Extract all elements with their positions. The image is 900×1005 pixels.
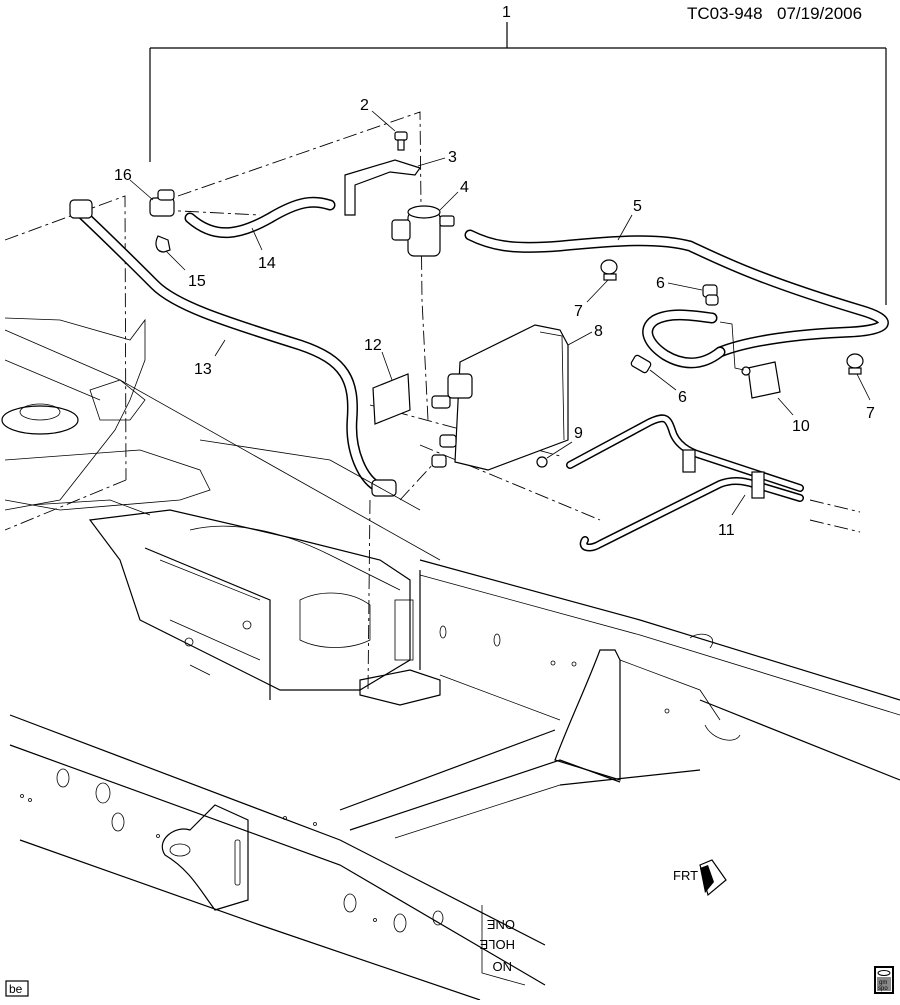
frame-stamp: ONE HOLE NO	[479, 905, 526, 986]
callout-10: 10	[792, 418, 810, 435]
evap-canister-8	[431, 324, 569, 471]
bracket-12	[372, 373, 411, 425]
vent-solenoid-10	[741, 361, 781, 399]
hose-13-connector-top	[69, 199, 93, 219]
hose-5	[464, 229, 889, 358]
callout-6-upper: 6	[656, 275, 665, 292]
clip-6-lower	[630, 354, 652, 374]
clamp-7-left	[600, 259, 618, 281]
hose-14	[184, 196, 336, 239]
bracket-3	[344, 159, 421, 216]
hose-13-connector-bottom	[371, 479, 397, 497]
callout-6-lower: 6	[678, 389, 687, 406]
clamp-7-right	[846, 353, 864, 375]
callout-15: 15	[188, 273, 206, 290]
callout-11: 11	[718, 522, 735, 539]
callout-7-right: 7	[866, 405, 875, 422]
callout-3: 3	[448, 149, 457, 166]
vent-valve-4	[391, 205, 455, 257]
callout-7-left: 7	[574, 303, 583, 320]
callout-9: 9	[574, 425, 583, 442]
diagram-date: 07/19/2006	[777, 4, 862, 23]
hose-loop	[642, 309, 726, 369]
callout-4: 4	[460, 179, 469, 196]
nut-9	[536, 456, 548, 468]
logo-line-2: spo	[878, 986, 888, 992]
callout-14: 14	[258, 255, 276, 272]
callout-16: 16	[114, 167, 132, 184]
callout-13: 13	[194, 361, 212, 378]
stamp-line-1: ONE	[487, 917, 516, 932]
stamp-line-3: NO	[493, 959, 513, 974]
vehicle-frame	[1, 317, 900, 1001]
stamp-line-2: HOLE	[479, 937, 515, 952]
front-arrow-label: FRT	[673, 868, 698, 883]
bolt-2	[394, 131, 408, 151]
callout-12: 12	[364, 337, 382, 354]
diagram-id: TC03-948	[687, 4, 763, 23]
gm-spo-logo-icon: gm spo	[874, 966, 894, 994]
view-code-text: be	[9, 982, 23, 996]
callout-5: 5	[633, 198, 642, 215]
front-direction-arrow-icon: FRT	[673, 859, 727, 897]
logo-line-1: gm	[879, 980, 887, 986]
connector-16	[149, 189, 175, 217]
callout-8: 8	[594, 323, 603, 340]
callout-2: 2	[360, 97, 369, 114]
hose-13	[72, 204, 386, 494]
clip-6-upper	[702, 284, 719, 306]
view-code-badge: be	[5, 980, 29, 997]
assembly-bracket-1	[149, 22, 887, 305]
callout-1: 1	[502, 4, 511, 21]
pipe-assembly-11	[566, 414, 804, 552]
clip-15	[155, 235, 171, 253]
